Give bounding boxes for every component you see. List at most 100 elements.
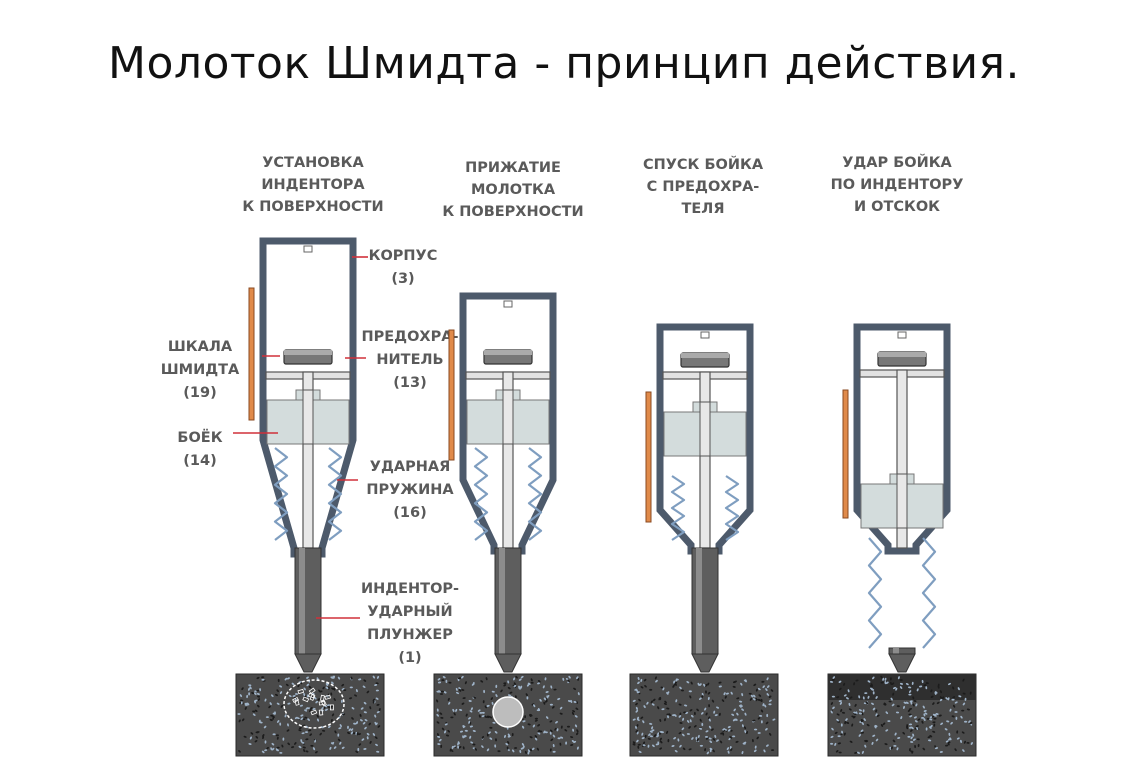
aggregate-grain [932,730,936,733]
aggregate-grain [860,719,864,722]
aggregate-grain [303,692,306,697]
aggregate-grain [659,737,662,741]
aggregate-grain [691,714,694,718]
aggregate-grain [744,679,747,683]
aggregate-grain [248,692,251,696]
aggregate-grain [481,715,485,718]
aggregate-grain [276,746,280,749]
stage-4-line-1: УДАР БОЙКА [842,155,952,171]
aggregate-grain [483,689,486,694]
aggregate-grain [349,686,353,689]
aggregate-grain [649,735,653,738]
aggregate-grain [532,724,536,728]
aggregate-grain [272,716,275,720]
aggregate-grain [331,713,335,717]
aggregate-grain [485,677,488,681]
aggregate-grain [705,712,708,716]
aggregate-grain [440,744,443,748]
aggregate-grain [576,729,579,733]
aggregate-grain [872,707,876,711]
aggregate-grain [968,720,971,723]
aggregate-grain [851,723,854,727]
aggregate-grain [567,700,572,703]
aggregate-grain [436,721,440,724]
aggregate-grain [362,685,366,688]
aggregate-grain [459,709,463,711]
aggregate-grain [468,700,472,702]
aggregate-grain [441,679,445,682]
aggregate-grain [932,713,936,717]
aggregate-grain [264,698,267,702]
aggregate-grain [279,722,282,726]
aggregate-grain [310,707,313,710]
aggregate-grain [515,675,518,679]
scale-label-line-3: (19) [183,385,217,401]
aggregate-grain [905,683,909,686]
aggregate-grain [753,694,756,698]
aggregate-grain [557,737,561,740]
aggregate-grain [843,694,847,697]
aggregate-grain [491,701,494,706]
aggregate-grain [924,712,928,715]
aggregate-grain [893,686,896,690]
aggregate-grain [550,738,554,742]
aggregate-grain [244,702,248,705]
aggregate-grain [572,710,576,713]
aggregate-grain [923,684,927,687]
aggregate-grain [376,750,380,753]
aggregate-grain [494,744,497,748]
aggregate-grain [337,738,341,742]
aggregate-grain [494,731,498,734]
housing-label-line-2: (3) [391,271,415,287]
latch-highlight [484,350,532,355]
aggregate-grain [960,715,963,719]
aggregate-grain [690,681,693,685]
aggregate-grain [699,683,702,686]
aggregate-grain [683,711,687,714]
aggregate-grain [632,743,636,746]
aggregate-grain [760,698,763,703]
aggregate-grain [661,708,665,711]
impact-zone-fragment [329,704,334,711]
latch-highlight [878,352,926,357]
aggregate-grain [923,709,927,713]
aggregate-grain [304,731,309,734]
aggregate-grain [509,691,513,694]
aggregate-grain [306,683,310,687]
aggregate-grain [301,741,305,744]
aggregate-grain [348,728,352,732]
housing-notch [503,300,513,308]
aggregate-grain [570,736,574,739]
aggregate-grain [450,749,454,752]
aggregate-grain [889,746,892,750]
aggregate-grain [709,747,713,751]
aggregate-grain [855,711,858,715]
aggregate-grain [647,737,651,740]
aggregate-grain [291,682,295,686]
aggregate-grain [723,692,726,696]
spring-label-line-3: (16) [393,505,427,521]
aggregate-grain [296,676,300,680]
aggregate-grain [636,716,640,720]
aggregate-grain [704,707,707,711]
housing-label-line-1: КОРПУС [368,248,438,264]
aggregate-grain [650,700,653,704]
aggregate-grain [248,687,250,691]
aggregate-grain [927,736,931,739]
aggregate-grain [848,702,851,707]
aggregate-grain [263,725,267,729]
aggregate-grain [543,697,547,701]
aggregate-grain [838,700,842,703]
aggregate-grain [243,735,247,738]
aggregate-grain [503,684,507,687]
aggregate-grain [835,750,839,753]
aggregate-grain [322,686,325,690]
aggregate-grain [338,727,342,730]
impact-spot [492,696,524,728]
aggregate-grain [279,691,283,695]
aggregate-grain [287,723,289,727]
aggregate-grain [727,750,730,754]
aggregate-grain [757,717,761,720]
aggregate-grain [758,699,762,702]
impact-zone-fragment [297,688,305,695]
